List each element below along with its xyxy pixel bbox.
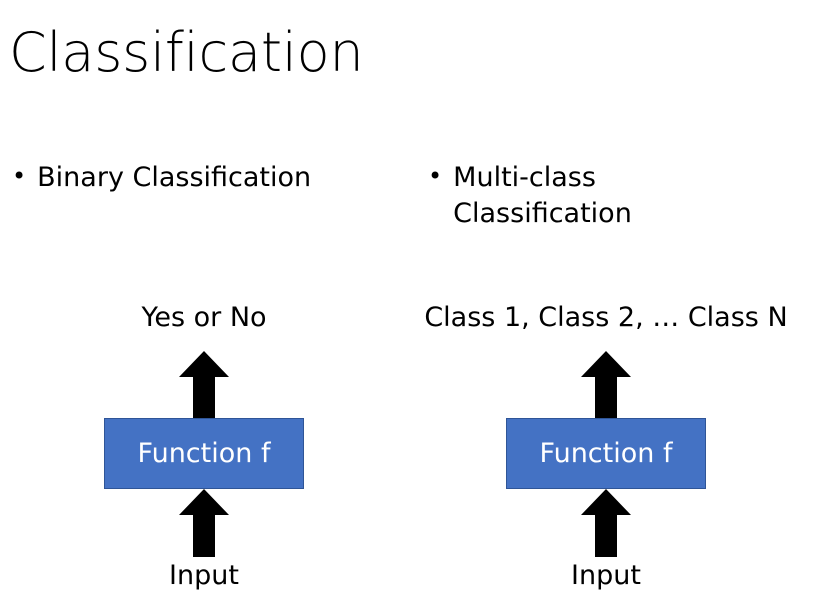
function-box-label: Function f <box>137 438 271 469</box>
diagram-binary: Yes or No Function f Input <box>0 300 414 611</box>
bullet-label-multiclass: Multi-class Classification <box>453 162 632 229</box>
function-box-multiclass: Function f <box>506 418 706 489</box>
bullet-marker-icon: • <box>428 162 443 190</box>
up-arrow-icon-output-multiclass <box>581 351 631 419</box>
function-box-binary: Function f <box>104 418 304 489</box>
up-arrow-icon-output-binary <box>179 351 229 419</box>
bullet-marker-icon: • <box>12 162 27 190</box>
output-label-multiclass: Class 1, Class 2, … Class N <box>424 302 788 333</box>
bullet-item-multiclass: • Multi-class Classification <box>428 160 673 231</box>
input-label-binary: Input <box>169 560 239 591</box>
function-box-label: Function f <box>539 438 673 469</box>
bullet-label-binary: Binary Classification <box>37 162 312 193</box>
bullet-item-binary: • Binary Classification <box>12 160 392 196</box>
output-label-binary: Yes or No <box>141 302 267 333</box>
up-arrow-icon-input-multiclass <box>581 489 631 557</box>
up-arrow-icon-input-binary <box>179 489 229 557</box>
page-title: Classification <box>9 21 364 84</box>
input-label-multiclass: Input <box>571 560 641 591</box>
diagram-multiclass: Class 1, Class 2, … Class N Function f I… <box>396 300 816 611</box>
